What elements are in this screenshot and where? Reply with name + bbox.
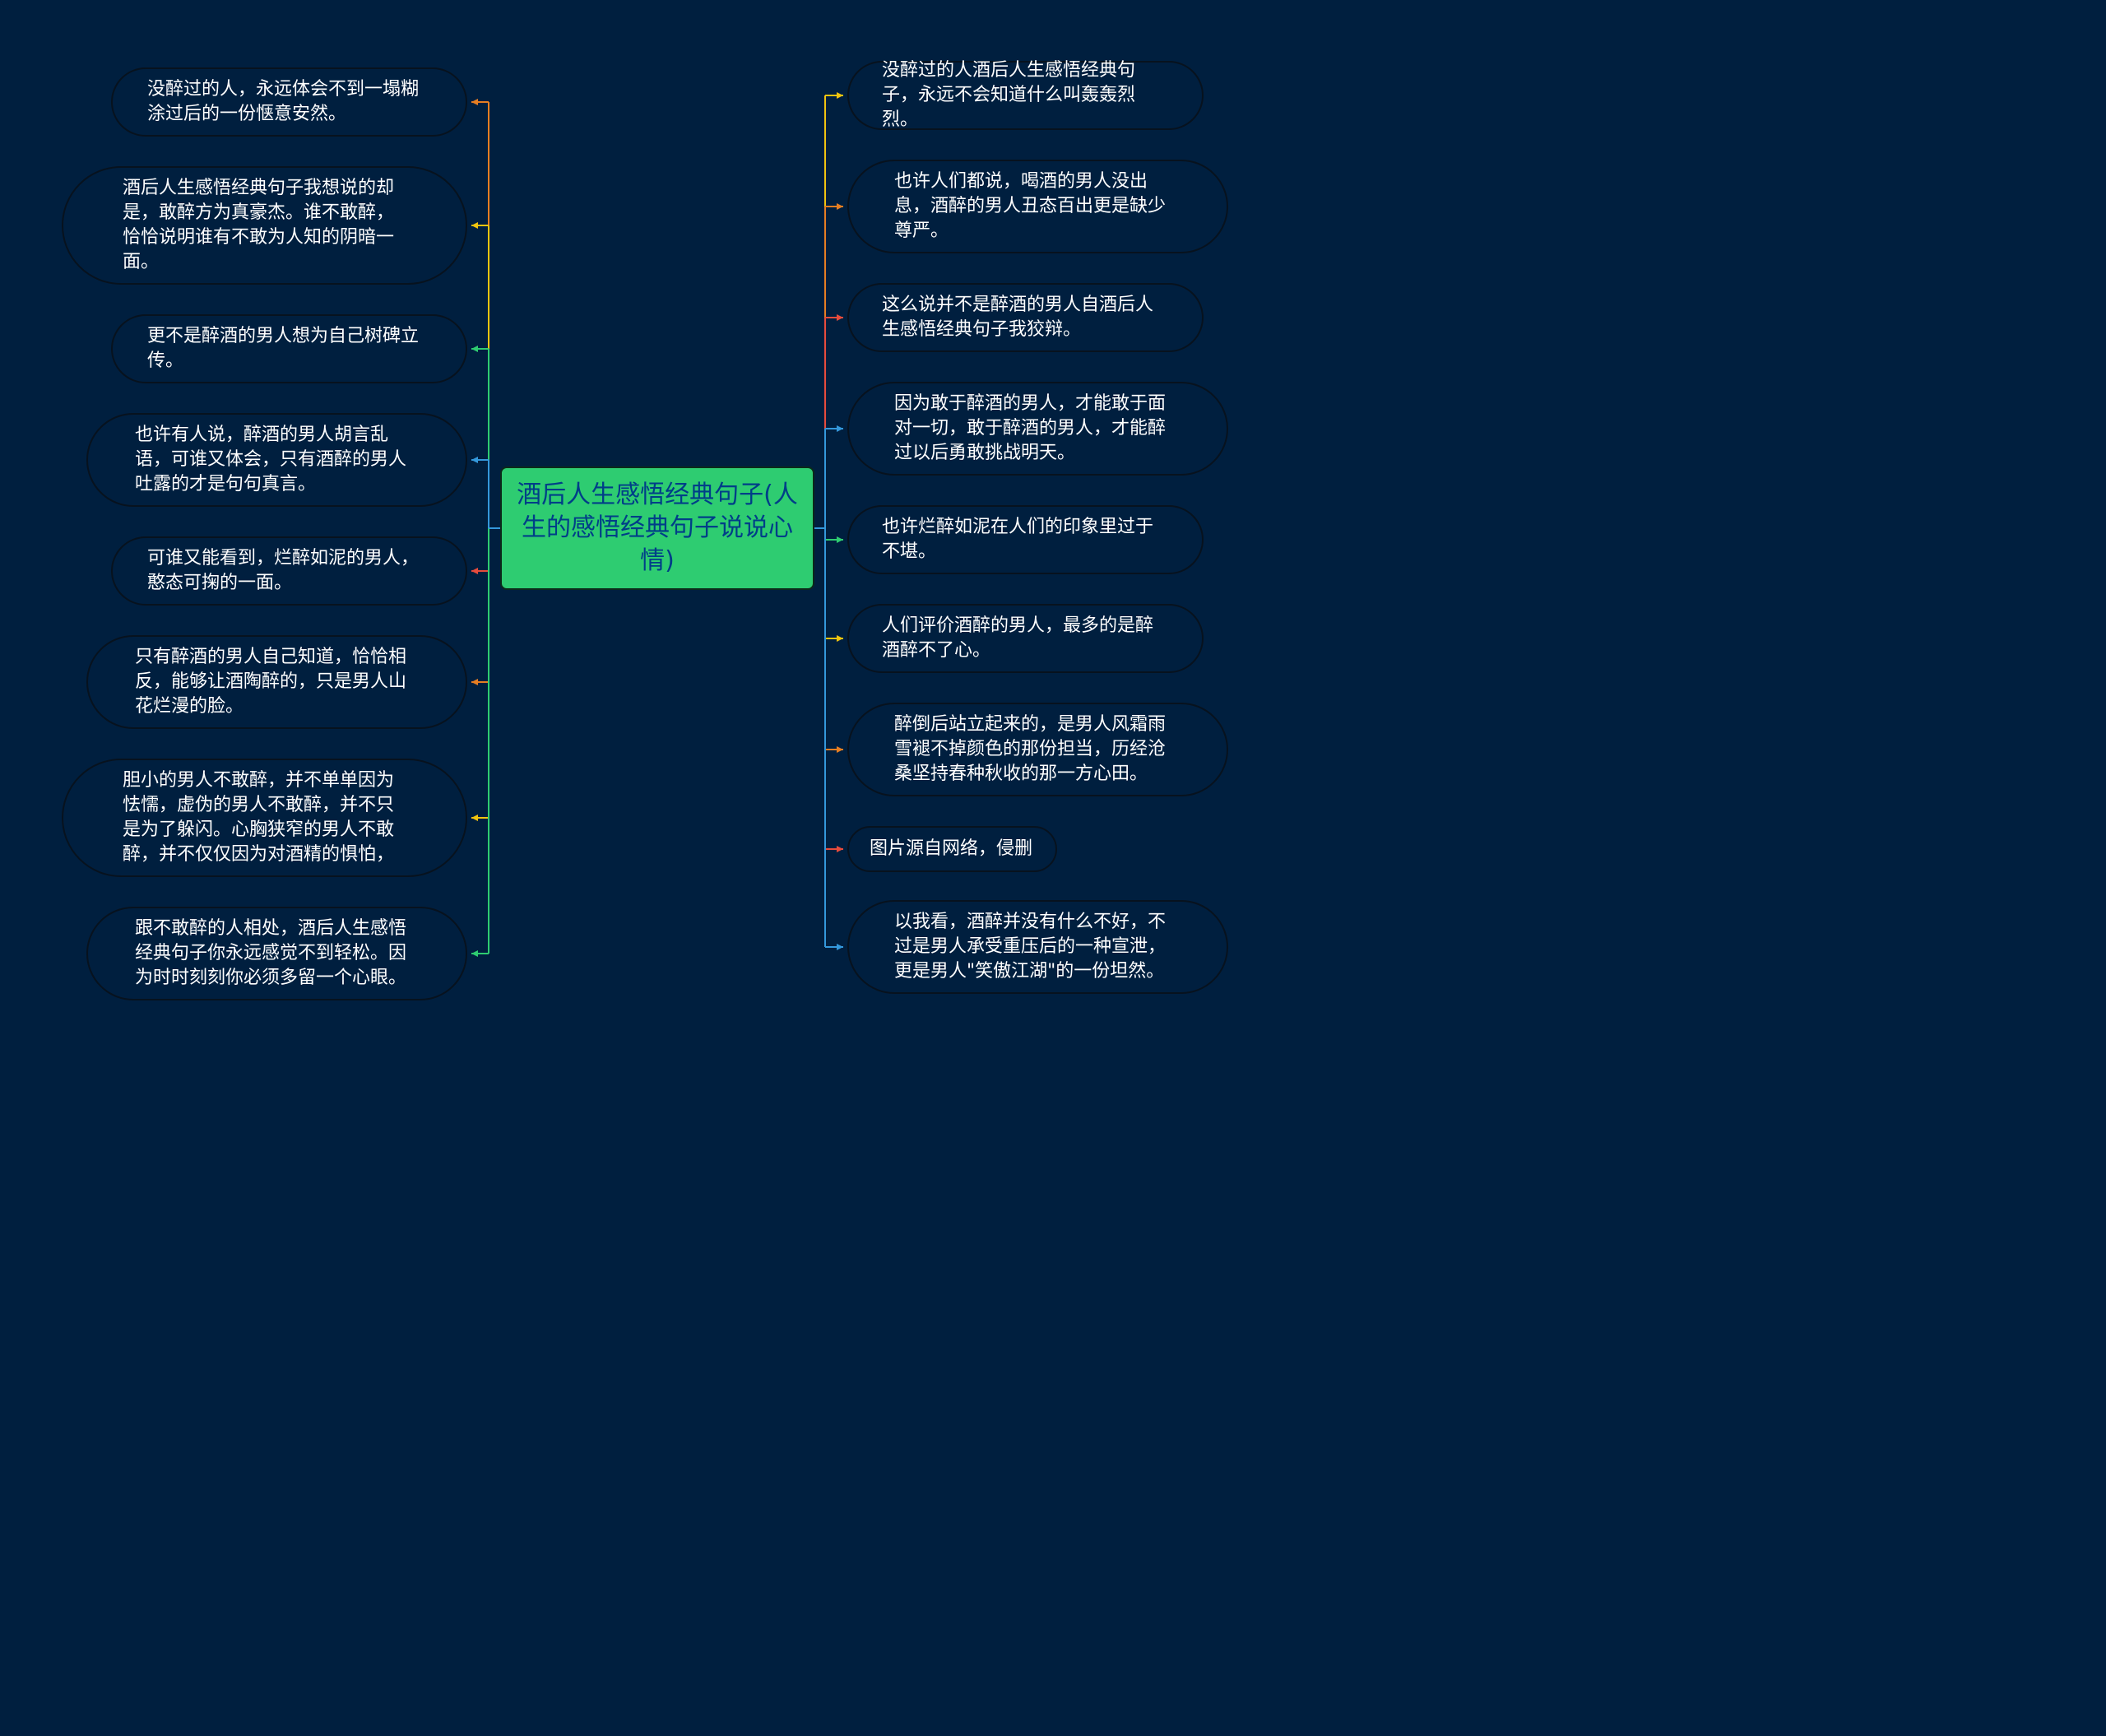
branch-text: 可谁又能看到，烂醉如泥的男人，憨态可掬的一面。: [147, 548, 420, 593]
central-topic-title: 酒后人生感悟经典句子(人生的感悟经典句子说说心情): [517, 480, 798, 575]
arrow-icon: [837, 203, 843, 210]
branch-left-8[interactable]: 跟不敢醉的人相处，酒后人生感悟经典句子你永远感觉不到轻松。因为时时刻刻你必须多留…: [86, 907, 467, 1000]
arrow-icon: [471, 815, 478, 821]
branch-text: 因为敢于醉酒的男人，才能敢于面对一切，敢于醉酒的男人，才能醉过以后勇敢挑战明天。: [894, 393, 1167, 463]
branch-right-3[interactable]: 这么说并不是醉酒的男人自酒后人生感悟经典句子我狡辩。: [847, 283, 1204, 352]
arrow-icon: [837, 536, 843, 543]
arrow-icon: [837, 944, 843, 950]
branch-right-9[interactable]: 以我看，酒醉并没有什么不好，不过是男人承受重压后的一种宣泄，更是男人"笑傲江湖"…: [847, 900, 1228, 994]
branch-right-6[interactable]: 人们评价酒醉的男人，最多的是醉酒醉不了心。: [847, 604, 1204, 673]
central-topic[interactable]: 酒后人生感悟经典句子(人生的感悟经典句子说说心情): [500, 466, 814, 590]
branch-left-1[interactable]: 没醉过的人，永远体会不到一塌糊涂过后的一份惬意安然。: [111, 67, 467, 137]
branch-text: 跟不敢醉的人相处，酒后人生感悟经典句子你永远感觉不到轻松。因为时时刻刻你必须多留…: [135, 918, 407, 988]
branch-right-7[interactable]: 醉倒后站立起来的，是男人风霜雨雪褪不掉颜色的那份担当，历经沧桑坚持春种秋收的那一…: [847, 703, 1228, 796]
arrow-icon: [837, 635, 843, 642]
mind-map-canvas: 酒后人生感悟经典句子(人生的感悟经典句子说说心情) 没醉过的人，永远体会不到一塌…: [0, 0, 1290, 1063]
arrow-icon: [837, 425, 843, 432]
arrow-icon: [471, 99, 478, 105]
arrow-icon: [471, 346, 478, 352]
branch-text: 没醉过的人，永远体会不到一塌糊涂过后的一份惬意安然。: [147, 79, 420, 124]
branch-text: 没醉过的人酒后人生感悟经典句子，永远不会知道什么叫轰轰烈烈。: [882, 60, 1136, 130]
branch-left-4[interactable]: 也许有人说，醉酒的男人胡言乱语，可谁又体会，只有酒醉的男人吐露的才是句句真言。: [86, 413, 467, 507]
arrow-icon: [837, 92, 843, 99]
branch-text: 也许有人说，醉酒的男人胡言乱语，可谁又体会，只有酒醉的男人吐露的才是句句真言。: [135, 425, 407, 494]
branch-right-5[interactable]: 也许烂醉如泥在人们的印象里过于不堪。: [847, 505, 1204, 574]
arrow-icon: [837, 746, 843, 753]
branch-left-7[interactable]: 胆小的男人不敢醉，并不单单因为怯懦，虚伪的男人不敢醉，并不只是为了躲闪。心胸狭窄…: [62, 759, 467, 877]
arrow-icon: [471, 950, 478, 957]
arrow-icon: [837, 846, 843, 852]
arrow-icon: [471, 679, 478, 685]
branch-text: 酒后人生感悟经典句子我想说的却是，敢醉方为真豪杰。谁不敢醉，恰恰说明谁有不敢为人…: [123, 178, 395, 272]
branch-text: 也许人们都说，喝酒的男人没出息，酒醉的男人丑态百出更是缺少尊严。: [894, 171, 1167, 241]
arrow-icon: [471, 222, 478, 229]
branch-text: 只有醉酒的男人自己知道，恰恰相反，能够让酒陶醉的，只是男人山花烂漫的脸。: [135, 647, 407, 717]
branch-left-2[interactable]: 酒后人生感悟经典句子我想说的却是，敢醉方为真豪杰。谁不敢醉，恰恰说明谁有不敢为人…: [62, 166, 467, 285]
branch-text: 胆小的男人不敢醉，并不单单因为怯懦，虚伪的男人不敢醉，并不只是为了躲闪。心胸狭窄…: [123, 770, 395, 865]
branch-left-6[interactable]: 只有醉酒的男人自己知道，恰恰相反，能够让酒陶醉的，只是男人山花烂漫的脸。: [86, 635, 467, 729]
branch-left-5[interactable]: 可谁又能看到，烂醉如泥的男人，憨态可掬的一面。: [111, 536, 467, 606]
branch-text: 这么说并不是醉酒的男人自酒后人生感悟经典句子我狡辩。: [882, 295, 1154, 340]
arrow-icon: [837, 314, 843, 321]
branch-text: 以我看，酒醉并没有什么不好，不过是男人承受重压后的一种宣泄，更是男人"笑傲江湖"…: [894, 912, 1167, 982]
branch-text: 人们评价酒醉的男人，最多的是醉酒醉不了心。: [882, 615, 1154, 661]
branch-left-3[interactable]: 更不是醉酒的男人想为自己树碑立传。: [111, 314, 467, 383]
branch-right-8[interactable]: 图片源自网络，侵删: [847, 826, 1057, 872]
branch-text: 更不是醉酒的男人想为自己树碑立传。: [147, 326, 420, 371]
branch-text: 图片源自网络，侵删: [870, 838, 1033, 859]
connector-lines: [471, 92, 843, 957]
arrow-icon: [471, 457, 478, 463]
branch-right-4[interactable]: 因为敢于醉酒的男人，才能敢于面对一切，敢于醉酒的男人，才能醉过以后勇敢挑战明天。: [847, 382, 1228, 476]
branch-text: 醉倒后站立起来的，是男人风霜雨雪褪不掉颜色的那份担当，历经沧桑坚持春种秋收的那一…: [894, 714, 1167, 784]
arrow-icon: [471, 568, 478, 574]
branch-right-1[interactable]: 没醉过的人酒后人生感悟经典句子，永远不会知道什么叫轰轰烈烈。: [847, 60, 1204, 130]
branch-text: 也许烂醉如泥在人们的印象里过于不堪。: [882, 517, 1154, 562]
branch-right-2[interactable]: 也许人们都说，喝酒的男人没出息，酒醉的男人丑态百出更是缺少尊严。: [847, 160, 1228, 253]
